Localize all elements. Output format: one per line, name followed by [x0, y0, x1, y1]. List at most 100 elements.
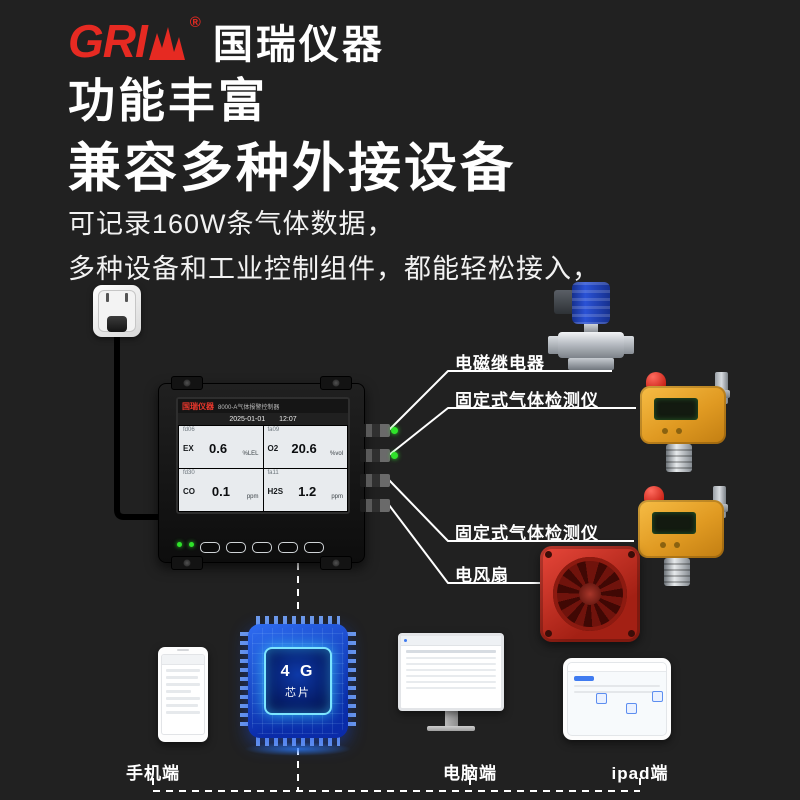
fan-bolt [545, 551, 552, 558]
table-row [406, 675, 496, 677]
channel-id: fa11 [267, 470, 279, 476]
monitor-base [427, 726, 475, 731]
detector-button [674, 542, 680, 548]
monitor-toolbar [401, 636, 501, 646]
table-row [406, 663, 496, 665]
screen-header: 国瑞仪器 8000-A气体报警控制器 [178, 399, 348, 413]
flow-node [652, 691, 663, 702]
phone-app-header [162, 655, 204, 665]
channel-unit: ppm [331, 494, 343, 500]
screen-datetime: 2025-01-01 12:07 [178, 413, 348, 425]
socket-slot-right [125, 293, 128, 302]
chip-core: 4 G 芯片 [264, 647, 332, 715]
valve-body [558, 332, 624, 358]
socket-slot-left [106, 293, 109, 302]
valve-connector-box [554, 290, 574, 314]
channel-value: 0.1 [211, 483, 230, 499]
detector-button [662, 428, 668, 434]
detector-body [638, 500, 724, 558]
fan-bolt [628, 551, 635, 558]
sensor-cylinder [666, 444, 692, 472]
gas-alarm-controller: 国瑞仪器 8000-A气体报警控制器 2025-01-01 12:07 fd06… [158, 376, 365, 570]
device-button [251, 542, 272, 553]
channel-cell: fa09 O2 20.6 %vol [263, 426, 347, 468]
table-row [406, 681, 496, 683]
channel-value: 0.6 [209, 440, 228, 456]
headline-features: 功能丰富 [68, 74, 268, 127]
label-detector-2: 固定式气体检测仪 [455, 524, 599, 543]
ui-line [166, 690, 192, 693]
gri-logo-text: GRI [68, 15, 148, 67]
ui-line [166, 683, 200, 686]
screen-model: 8000-A气体报警控制器 [218, 404, 280, 411]
mount-tab [171, 376, 203, 390]
valve-stem [584, 324, 598, 332]
gas-detector-1 [638, 372, 738, 474]
wire-detector-1 [388, 407, 636, 456]
chip-pins [346, 632, 356, 730]
channel-cell: fa11 H2S 1.2 ppm [263, 469, 347, 511]
mount-tab [171, 556, 203, 570]
device-button-row [199, 542, 324, 553]
exhaust-fan [540, 546, 640, 642]
tablet-blue-bar [574, 676, 594, 681]
device-button [199, 542, 220, 553]
power-led [177, 542, 182, 547]
wire-relay [388, 370, 612, 431]
output-port-2 [360, 449, 390, 462]
label-computer: 电脑端 [443, 764, 497, 783]
channel-gas: H2S [267, 486, 284, 496]
label-detector-1: 固定式气体检测仪 [455, 391, 599, 410]
description-line-2: 多种设备和工业控制组件，都能轻松接入， [68, 254, 600, 284]
channel-unit: %vol [329, 451, 343, 457]
screen-brand: 国瑞仪器 [182, 401, 214, 411]
output-port-4 [360, 499, 390, 512]
device-button [303, 542, 324, 553]
phone-mockup [158, 647, 208, 742]
ui-line [574, 685, 660, 687]
monitor-stand [444, 711, 458, 726]
wire-detector-2 [388, 479, 634, 542]
power-cable [114, 329, 165, 520]
port-led [391, 427, 398, 434]
screw-icon [183, 379, 191, 387]
valve-pipe-right [622, 336, 634, 354]
controller-screen: 国瑞仪器 8000-A气体报警控制器 2025-01-01 12:07 fd06… [176, 397, 350, 514]
detector-body [640, 386, 726, 444]
channel-gas: CO [183, 486, 195, 496]
chip-pins [256, 616, 340, 626]
brand-name: 国瑞仪器 [212, 23, 385, 67]
valve-pipe-left [548, 336, 560, 354]
table-row [406, 657, 496, 659]
chip-pins [240, 632, 250, 730]
fan-hub [579, 583, 601, 605]
solenoid-relay-valve [548, 280, 634, 376]
phone-speaker [177, 649, 189, 651]
label-fan: 电风扇 [455, 566, 509, 585]
channel-unit: %LEL [242, 451, 259, 457]
screw-icon [332, 559, 340, 567]
ui-line [166, 697, 200, 700]
channel-gas: O2 [267, 443, 279, 453]
power-plug [107, 316, 127, 332]
ui-line [166, 676, 198, 679]
output-port-1 [360, 424, 390, 437]
screw-icon [183, 559, 191, 567]
wall-socket [93, 285, 141, 337]
4g-chip: 4 G 芯片 [240, 616, 356, 746]
computer-mockup [398, 633, 504, 731]
channel-id: fd30 [183, 470, 195, 476]
output-port-3 [360, 474, 390, 487]
fan-bolt [628, 630, 635, 637]
channel-gas: EX [183, 443, 194, 453]
flow-node [596, 693, 607, 704]
ui-line [166, 669, 200, 672]
valve-coil [572, 282, 610, 324]
tablet-screen [567, 662, 667, 736]
port-led [391, 452, 398, 459]
chip-body: 4 G 芯片 [248, 624, 348, 738]
wire-fan [388, 504, 542, 584]
valve-nut [568, 358, 614, 370]
description-line-1: 可记录160W条气体数据， [68, 209, 395, 239]
